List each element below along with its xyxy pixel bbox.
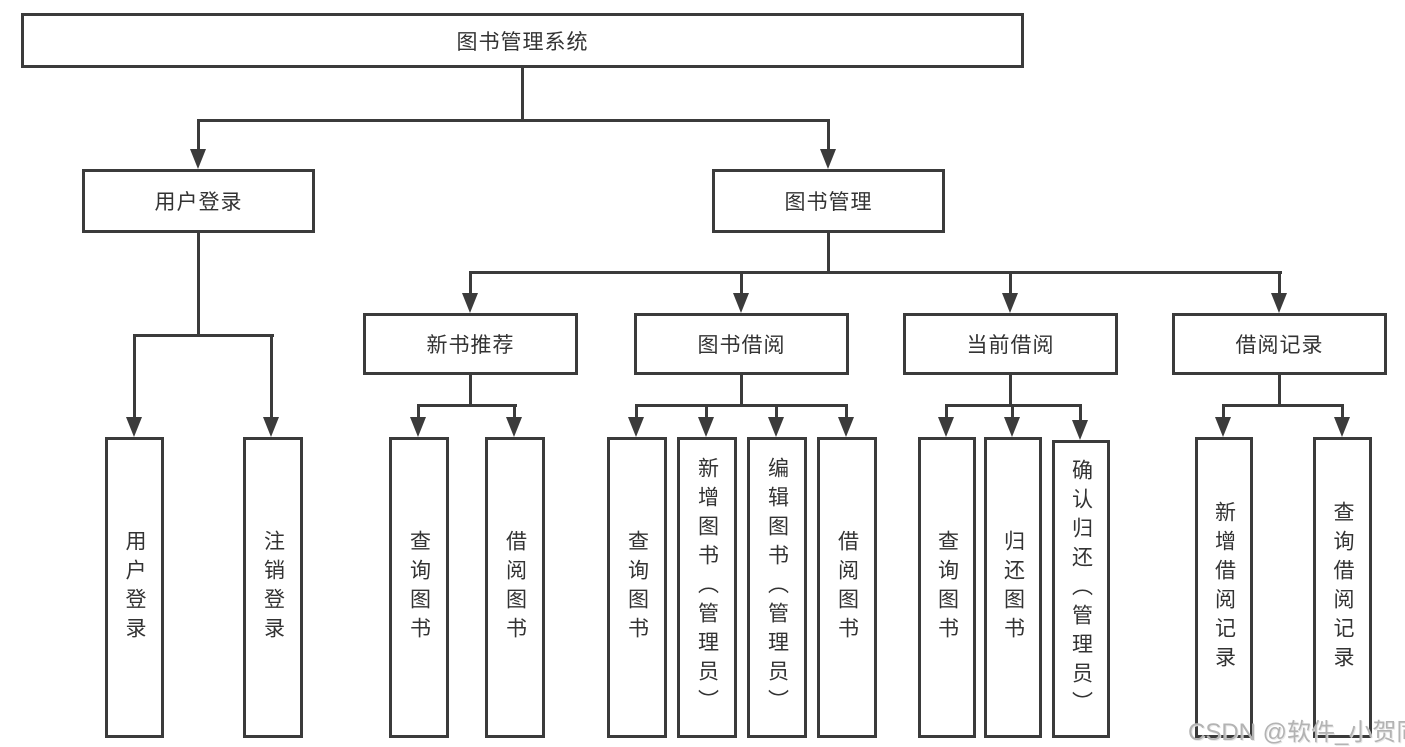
arrowhead-icon [768,417,784,437]
arrowhead-icon [1334,417,1350,437]
leaf-borrow-books: 借阅图书 [485,437,545,738]
connector-group-horizontal [635,404,848,407]
connector-arrow-shaft [1011,404,1014,419]
connector-arrow-shaft [827,119,830,149]
node-book-borrowing: 图书借阅 [634,313,849,375]
connector-arrow-shaft [417,404,420,419]
arrowhead-icon [126,417,142,437]
node-current-borrowing: 当前借阅 [903,313,1118,375]
arrowhead-icon [1002,293,1018,313]
node-label: 查询图书 [407,529,431,646]
node-label: 用户登录 [123,529,146,646]
connector-group-horizontal [417,404,517,407]
node-label: 借阅图书 [835,529,859,646]
connector-arrow-shaft [270,334,273,419]
leaf-edit-books-admin: 编辑图书（管理员） [747,437,807,738]
node-label: 图书借阅 [697,334,786,357]
connector-arrow-shaft [1009,271,1012,297]
connector-arrow-shaft [945,404,948,419]
connector-arrow-shaft [1278,271,1281,297]
connector-mgmt-stub [827,233,830,274]
node-label: 新书推荐 [426,334,515,357]
connector-root-stub [521,68,524,121]
arrowhead-icon [938,417,954,437]
leaf-borrow-books: 借阅图书 [817,437,877,738]
arrowhead-icon [506,417,522,437]
connector-arrow-shaft [1341,404,1344,419]
leaf-query-books: 查询图书 [389,437,449,738]
arrowhead-icon [1215,417,1231,437]
node-label: 用户登录 [154,191,243,214]
node-label: 归还图书 [1001,529,1025,646]
arrowhead-icon [628,417,644,437]
node-label: 编辑图书（管理员） [765,457,789,718]
csdn-watermark: CSDN @软件_小贺同学 [1188,719,1405,746]
connector-login-horizontal [133,334,274,337]
node-label: 图书管理 [784,191,873,214]
node-root-library-system: 图书管理系统 [21,13,1024,68]
connector-arrow-shaft [133,334,136,419]
connector-arrow-shaft [197,119,200,149]
node-label: 新增借阅记录 [1212,500,1236,675]
connector-arrow-shaft [635,404,638,419]
leaf-user-login: 用户登录 [105,437,164,738]
arrowhead-icon [733,293,749,313]
arrowhead-icon [1271,293,1287,313]
connector-arrow-shaft [845,404,848,419]
arrowhead-icon [698,417,714,437]
leaf-return-books: 归还图书 [984,437,1042,738]
connector-login-stub [197,233,200,337]
node-book-management: 图书管理 [712,169,945,233]
leaf-add-borrow-record: 新增借阅记录 [1195,437,1253,738]
node-label: 查询借阅记录 [1331,500,1354,675]
node-label: 图书管理系统 [456,30,589,54]
connector-group-stub [1278,375,1281,407]
connector-level3-horizontal [469,271,1282,274]
node-borrowing-records: 借阅记录 [1172,313,1387,375]
connector-arrow-shaft [740,271,743,297]
leaf-query-books: 查询图书 [918,437,976,738]
node-label: 查询图书 [935,529,959,646]
connector-level2-horizontal [197,119,830,122]
leaf-add-books-admin: 新增图书（管理员） [677,437,737,738]
arrowhead-icon [190,149,206,169]
node-user-login: 用户登录 [82,169,315,233]
connector-arrow-shaft [705,404,708,419]
connector-arrow-shaft [469,271,472,297]
arrowhead-icon [462,293,478,313]
node-label: 查询图书 [625,529,649,646]
node-new-book-recommendation: 新书推荐 [363,313,578,375]
node-label: 确认归还（管理员） [1069,458,1093,720]
leaf-query-borrow-record: 查询借阅记录 [1313,437,1372,738]
node-label: 新增图书（管理员） [695,457,719,718]
connector-arrow-shaft [1222,404,1225,419]
node-label: 注销登录 [261,529,285,646]
node-label: 当前借阅 [966,334,1055,357]
connector-group-stub [469,375,472,407]
leaf-query-books: 查询图书 [607,437,667,738]
connector-arrow-shaft [1079,404,1082,422]
arrowhead-icon [1004,417,1020,437]
connector-group-horizontal [1222,404,1344,407]
leaf-confirm-return-admin: 确认归还（管理员） [1052,440,1110,738]
connector-arrow-shaft [513,404,516,419]
arrowhead-icon [410,417,426,437]
node-label: 借阅记录 [1235,334,1324,357]
arrowhead-icon [263,417,279,437]
connector-group-stub [1009,375,1012,407]
node-label: 借阅图书 [503,529,527,646]
connector-group-stub [740,375,743,407]
leaf-logout: 注销登录 [243,437,303,738]
arrowhead-icon [838,417,854,437]
arrowhead-icon [1072,420,1088,440]
connector-arrow-shaft [775,404,778,419]
arrowhead-icon [820,149,836,169]
